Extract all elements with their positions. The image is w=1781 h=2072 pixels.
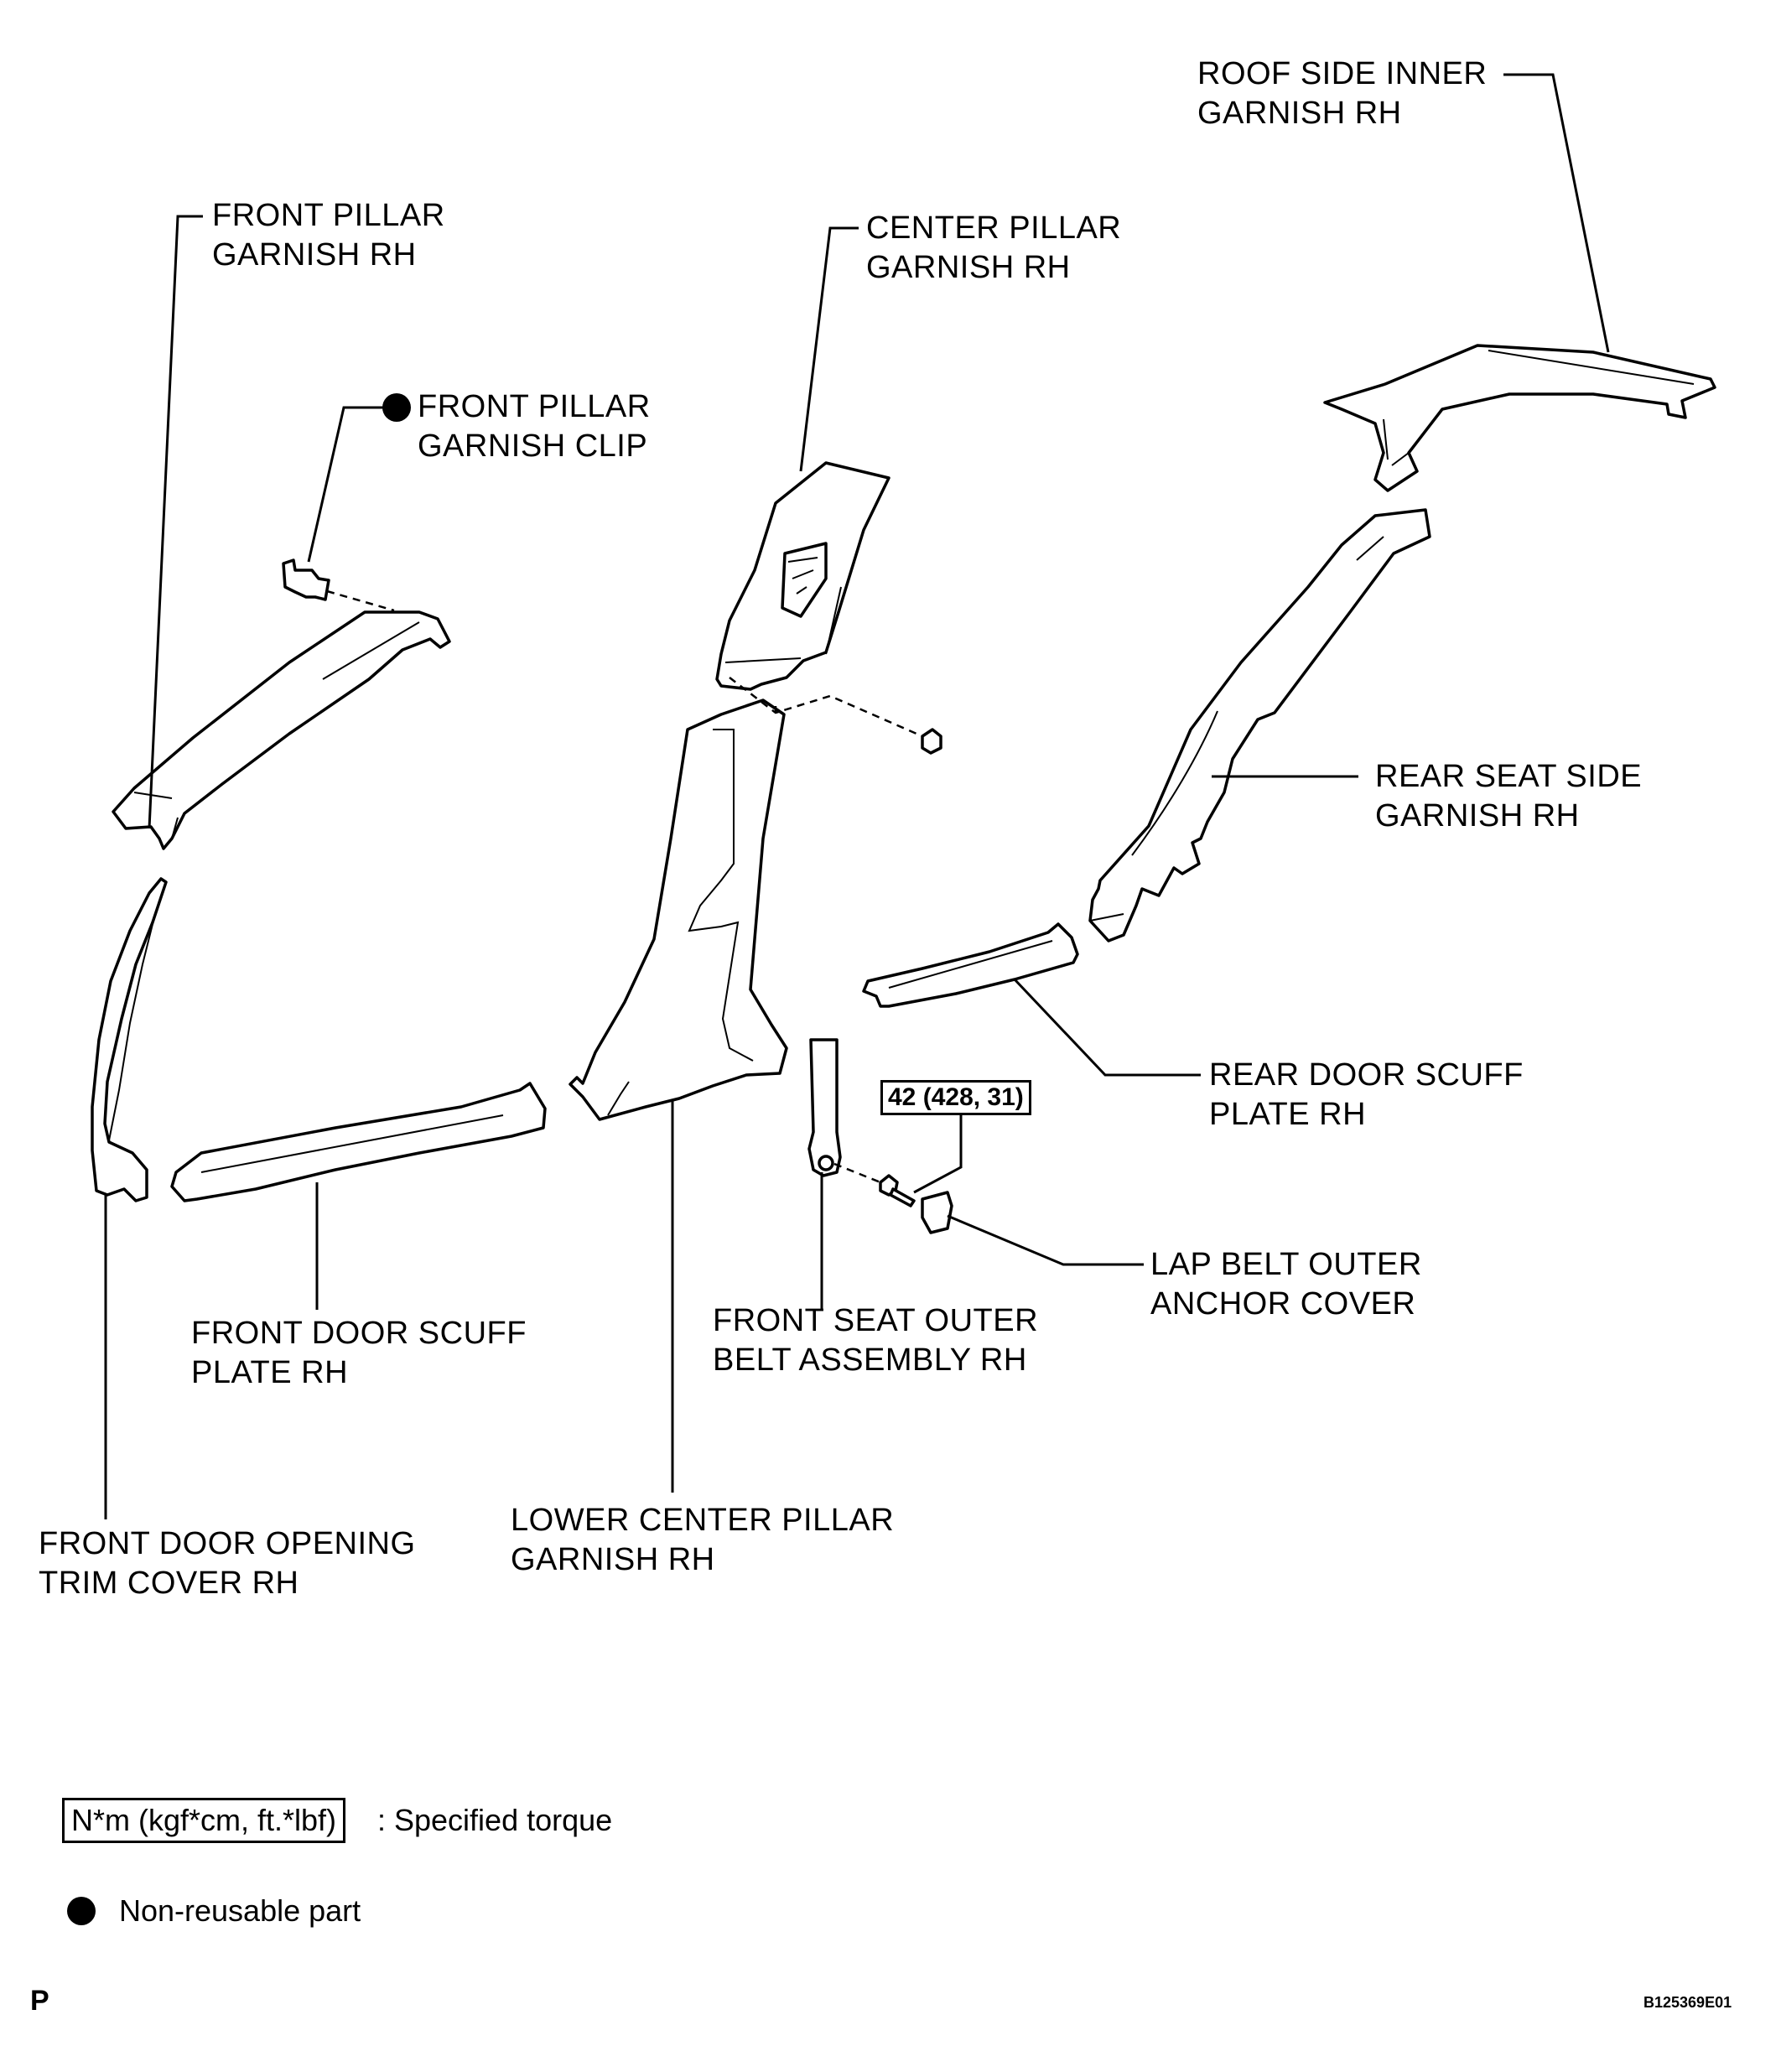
page-letter: P	[30, 1985, 49, 2017]
label-front-door-scuff-plate: FRONT DOOR SCUFF PLATE RH	[191, 1316, 527, 1390]
label-center-pillar-garnish: CENTER PILLAR GARNISH RH	[866, 210, 1122, 285]
legend-non-reusable-dot-icon	[67, 1897, 96, 1925]
label-front-seat-outer-belt: FRONT SEAT OUTER BELT ASSEMBLY RH	[713, 1303, 1039, 1378]
front-pillar-garnish-clip-part	[282, 558, 330, 601]
front-pillar-leader	[148, 215, 203, 829]
front-door-scuff-plate-part	[170, 1082, 547, 1202]
legend-non-reusable-description: Non-reusable part	[119, 1893, 361, 1928]
center-pillar-garnish-part	[715, 461, 890, 691]
lap-belt-cover-leader	[947, 1214, 1144, 1266]
front-pillar-garnish-part	[112, 610, 451, 850]
center-pillar-dashed-line	[729, 677, 923, 738]
front-seat-outer-belt-part	[807, 1038, 842, 1177]
label-front-pillar-garnish-clip: FRONT PILLAR GARNISH CLIP	[418, 389, 651, 464]
rear-seat-side-garnish-part	[1088, 508, 1431, 943]
roof-side-leader	[1503, 73, 1610, 353]
lap-belt-outer-anchor-cover-part	[921, 1191, 953, 1234]
anchor-bolt-part	[879, 1174, 916, 1207]
rear-door-scuff-plate-part	[862, 922, 1079, 1008]
roof-side-inner-garnish-part	[1323, 344, 1716, 492]
label-roof-side-inner-garnish: ROOF SIDE INNER GARNISH RH	[1197, 56, 1488, 131]
label-front-pillar-garnish: FRONT PILLAR GARNISH RH	[212, 198, 445, 273]
front-pillar-clip-leader	[307, 406, 392, 563]
center-pillar-bolt-part	[921, 728, 942, 755]
torque-leader	[913, 1112, 963, 1194]
label-front-door-opening-trim-cover: FRONT DOOR OPENING TRIM COVER RH	[39, 1526, 416, 1601]
clip-dashed-line	[326, 589, 395, 612]
lower-center-pillar-garnish-part	[569, 698, 788, 1121]
label-lower-center-pillar-garnish: LOWER CENTER PILLAR GARNISH RH	[511, 1503, 895, 1577]
center-pillar-leader	[799, 226, 859, 472]
legend-torque-description: : Specified torque	[377, 1803, 613, 1837]
legend-torque-unit-box: N*m (kgf*cm, ft.*lbf)	[62, 1798, 346, 1843]
figure-code: B125369E01	[1643, 1994, 1732, 2011]
non-reusable-dot-icon	[382, 393, 411, 422]
belt-bolt-dashed-line	[833, 1162, 881, 1184]
label-lap-belt-outer-anchor-cover: LAP BELT OUTER ANCHOR COVER	[1150, 1247, 1422, 1322]
rear-door-scuff-leader	[1013, 978, 1201, 1077]
front-door-opening-trim-part	[91, 877, 168, 1202]
label-rear-door-scuff-plate: REAR DOOR SCUFF PLATE RH	[1209, 1057, 1524, 1132]
label-rear-seat-side-garnish: REAR SEAT SIDE GARNISH RH	[1375, 759, 1643, 833]
torque-value-box: 42 (428, 31)	[880, 1080, 1031, 1115]
